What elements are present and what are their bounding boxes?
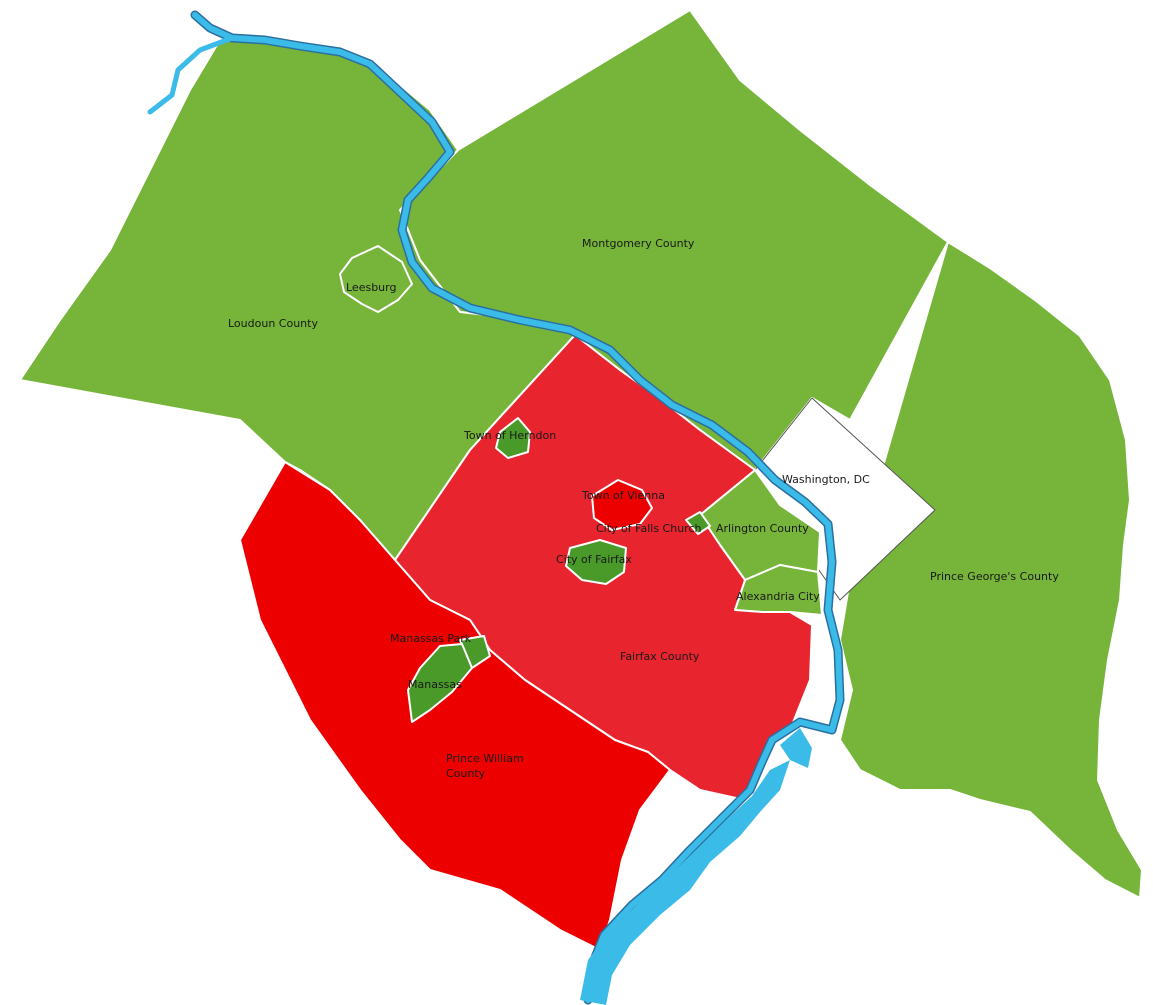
label-alexandria: Alexandria City xyxy=(736,590,820,603)
river-tributary xyxy=(147,35,235,115)
potomac-river-water xyxy=(192,12,843,1003)
region-leesburg[interactable] xyxy=(339,245,413,313)
label-washington-dc: Washington, DC xyxy=(782,473,870,486)
label-manassas-park: Manassas Park xyxy=(390,632,472,645)
region-falls-church[interactable] xyxy=(685,511,711,535)
water-inlet-east xyxy=(780,728,812,768)
region-herndon[interactable] xyxy=(495,417,531,459)
region-vienna[interactable] xyxy=(591,479,653,531)
region-prince-georges[interactable] xyxy=(839,241,1143,899)
region-manassas[interactable] xyxy=(407,643,473,723)
label-falls-church: City of Falls Church xyxy=(596,522,702,535)
label-fairfax-county: Fairfax County xyxy=(620,650,700,663)
label-fairfax-city: City of Fairfax xyxy=(556,553,632,566)
label-prince-william-line2: County xyxy=(446,767,486,780)
label-arlington: Arlington County xyxy=(716,522,809,535)
label-prince-william-line1: Prince William xyxy=(446,752,524,765)
label-montgomery: Montgomery County xyxy=(582,237,695,250)
label-leesburg: Leesburg xyxy=(346,281,396,294)
region-prince-william[interactable] xyxy=(239,461,671,951)
water-inlet-lower xyxy=(580,760,790,1005)
label-herndon: Town of Herndon xyxy=(463,429,556,442)
region-fairfax-city[interactable] xyxy=(565,539,627,585)
label-manassas: Manassas xyxy=(408,678,462,691)
label-loudoun: Loudoun County xyxy=(228,317,318,330)
label-vienna: Town of Vienna xyxy=(581,489,665,502)
label-prince-georges: Prince George's County xyxy=(930,570,1059,583)
